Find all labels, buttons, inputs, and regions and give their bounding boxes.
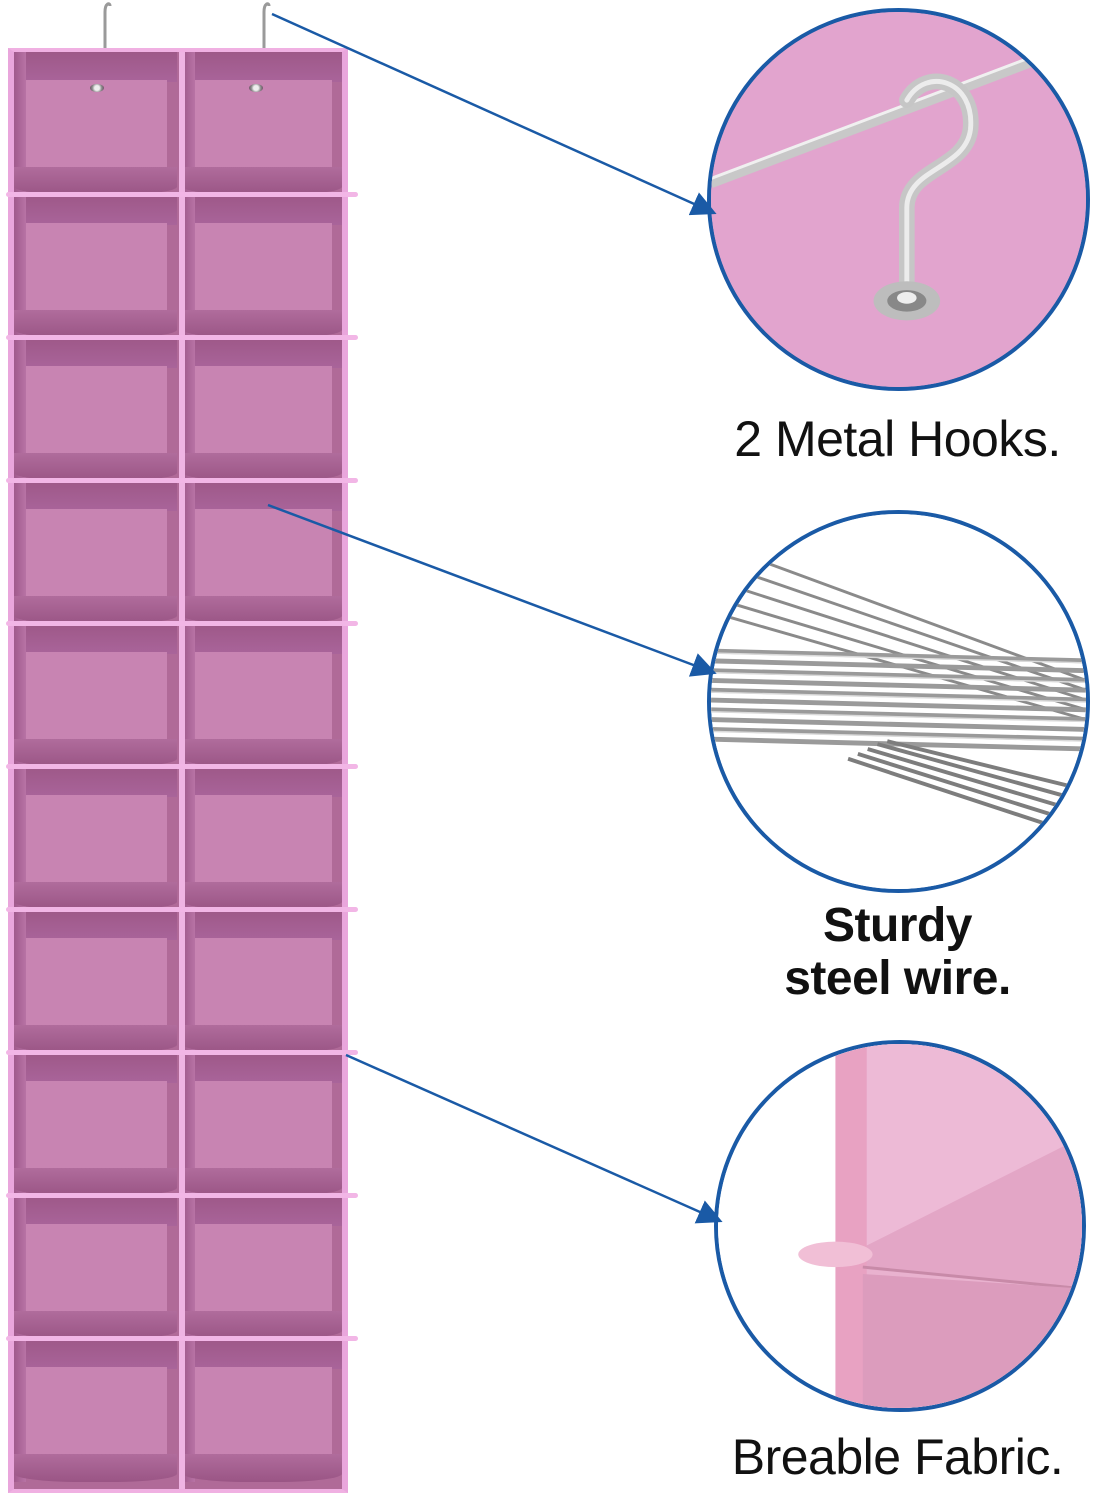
shelf-edge	[6, 1050, 358, 1055]
cubby-pocket	[14, 767, 177, 910]
hook-detail-circle	[707, 8, 1090, 391]
wire-caption: Sturdy steel wire.	[720, 899, 1075, 1006]
cubby-pocket	[183, 481, 342, 624]
shelf-edge	[6, 1336, 358, 1341]
cubby-pocket	[14, 195, 177, 338]
cubby-pocket	[14, 1053, 177, 1196]
shoe-organizer	[6, 2, 358, 1493]
center-divider	[179, 52, 185, 1489]
cubby-pocket	[183, 1339, 342, 1482]
cubby-pocket	[14, 910, 177, 1053]
cubby-pocket	[14, 52, 177, 195]
cubby-pocket	[183, 1053, 342, 1196]
cubby-pocket	[14, 481, 177, 624]
cubby-pocket	[183, 624, 342, 767]
cubby-pocket	[14, 338, 177, 481]
hook-icon	[262, 2, 271, 52]
grommet-icon	[249, 84, 263, 92]
shelf-row	[6, 1050, 358, 1196]
cubby-pocket	[183, 338, 342, 481]
shelf-edge	[6, 1193, 358, 1198]
shelf-edge	[6, 621, 358, 626]
hooks-caption: 2 Metal Hooks.	[734, 411, 1061, 467]
fabric-caption: Breable Fabric.	[731, 1429, 1064, 1485]
cubby-pocket	[183, 910, 342, 1053]
arrow-fabric	[345, 1053, 723, 1224]
shelf-row	[6, 907, 358, 1053]
shelf-edge	[6, 478, 358, 483]
cubby-pocket	[183, 767, 342, 910]
shelf-row	[6, 1336, 358, 1482]
steel-wire-icon	[711, 514, 1086, 889]
cubby-pocket	[14, 1339, 177, 1482]
shelf-edge	[6, 192, 358, 197]
fabric-detail-circle	[714, 1040, 1086, 1412]
grommet-icon	[90, 84, 104, 92]
wire-caption-line2: steel wire.	[784, 951, 1011, 1005]
wire-detail-circle	[707, 510, 1090, 893]
fabric-icon	[718, 1044, 1082, 1408]
shelf-row	[6, 335, 358, 481]
cubby-pocket	[183, 52, 342, 195]
shelf-row	[6, 1193, 358, 1339]
metal-hook-icon	[711, 12, 1086, 387]
cubby-pocket	[183, 195, 342, 338]
organizer-frame	[6, 48, 358, 1493]
shelf-edge	[6, 335, 358, 340]
shelf-edge	[6, 907, 358, 912]
shelf-row	[6, 764, 358, 910]
cubby-pocket	[183, 1196, 342, 1339]
cubby-pocket	[14, 624, 177, 767]
hook-icon	[103, 2, 112, 52]
wire-caption-line1: Sturdy	[822, 899, 973, 952]
shelf-row	[6, 192, 358, 338]
cubby-pocket	[14, 1196, 177, 1339]
shelf-edge	[6, 764, 358, 769]
